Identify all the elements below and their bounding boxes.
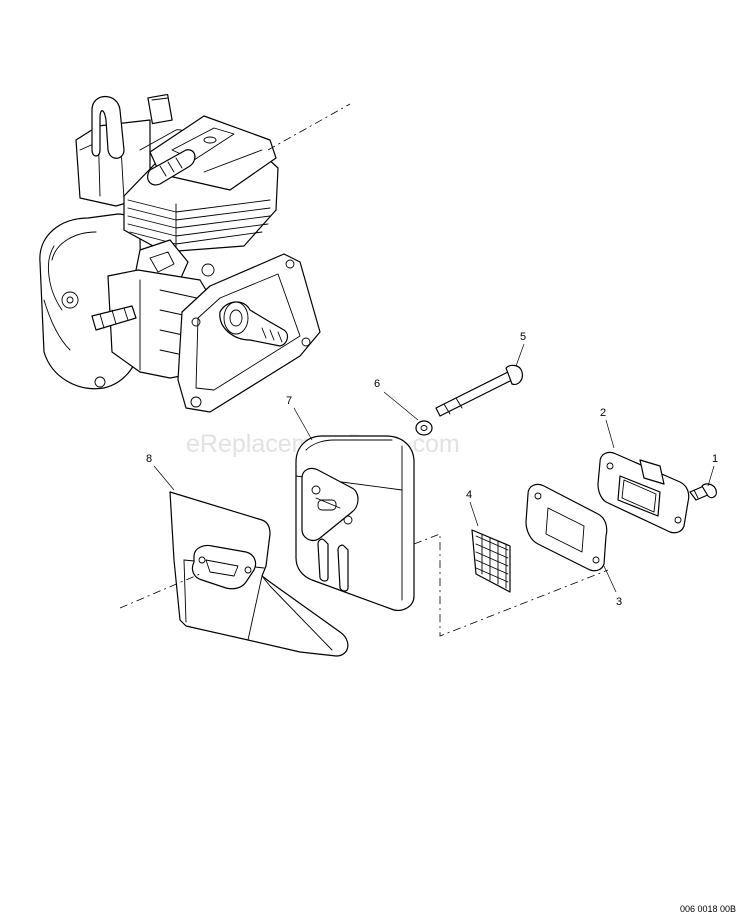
callout-2: 2 bbox=[600, 407, 606, 419]
assembly-bracket-line bbox=[413, 533, 609, 637]
callout-5: 5 bbox=[520, 331, 526, 343]
spark-arrestor-screen-part bbox=[471, 529, 511, 593]
callout-6: 6 bbox=[374, 378, 380, 390]
callout-1: 1 bbox=[712, 453, 718, 465]
muffler-bolt-part bbox=[435, 364, 523, 417]
callout-4: 4 bbox=[466, 489, 472, 501]
leader-5 bbox=[515, 343, 525, 367]
muffler-flange-part bbox=[597, 451, 690, 534]
drawing-number: 006 0018 00B bbox=[680, 904, 736, 914]
leader-6 bbox=[383, 391, 419, 421]
leader-1 bbox=[707, 465, 715, 487]
washer-part bbox=[415, 420, 433, 436]
leader-7 bbox=[293, 407, 313, 441]
heat-shield-part bbox=[169, 491, 349, 657]
muffler-part bbox=[295, 435, 415, 611]
muffler-gasket-part bbox=[525, 483, 608, 572]
callout-3: 3 bbox=[616, 596, 622, 608]
leader-8 bbox=[153, 465, 175, 491]
engine-centerline bbox=[267, 103, 351, 151]
callout-7: 7 bbox=[286, 395, 292, 407]
leader-4 bbox=[469, 501, 479, 527]
leader-3 bbox=[603, 565, 617, 593]
leader-2 bbox=[605, 419, 615, 449]
flange-screw-part bbox=[689, 483, 717, 501]
shield-centerline bbox=[119, 573, 201, 609]
engine-assembly bbox=[39, 93, 321, 413]
callout-8: 8 bbox=[146, 453, 152, 465]
